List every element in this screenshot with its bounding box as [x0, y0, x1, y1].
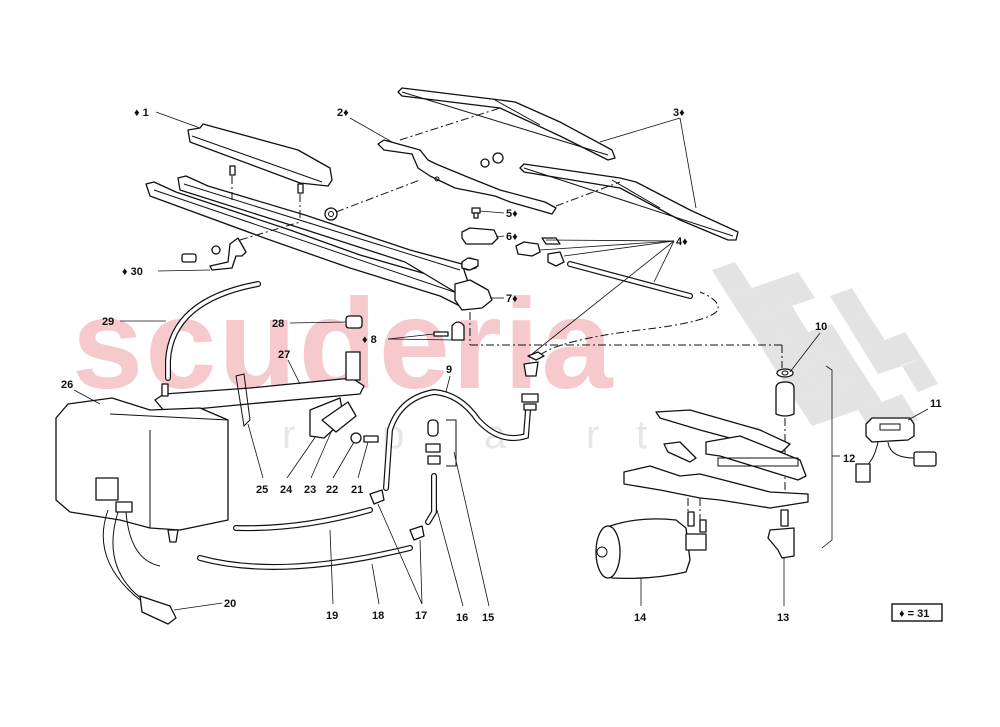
part-16-hose[interactable] — [425, 473, 437, 525]
part-22-washer[interactable] — [350, 432, 362, 444]
part-26-reservoir[interactable] — [55, 397, 229, 543]
part-23-plate[interactable] — [321, 401, 357, 433]
callout-5: 5♦ — [506, 208, 518, 220]
nut-under-6[interactable] — [461, 257, 479, 271]
callout-30: ♦ 30 — [122, 266, 143, 278]
part-4-clips[interactable] — [515, 237, 565, 267]
part-2-bracket[interactable] — [377, 139, 557, 215]
part-29-hose[interactable] — [165, 281, 261, 381]
callout-29: 29 — [102, 316, 114, 328]
part-19-hose[interactable] — [233, 507, 373, 532]
callout-11: 11 — [930, 398, 942, 410]
callout-labels: ♦ 1 2♦ 3♦ 4♦ 5♦ 6♦ 7♦ ♦ 8 9 10 11 12 13 … — [61, 107, 942, 624]
bracket-nut[interactable] — [480, 152, 504, 168]
part-6-block[interactable] — [461, 227, 499, 245]
part-18-hose[interactable] — [197, 545, 413, 570]
part-28-cap[interactable] — [345, 315, 363, 329]
part-12-bracket[interactable] — [623, 409, 809, 509]
callout-4: 4♦ — [676, 236, 688, 248]
spindle-bush[interactable] — [775, 381, 795, 417]
part-10-nut[interactable] — [776, 368, 794, 378]
callout-9: 9 — [446, 364, 452, 376]
part-15-nozzle[interactable] — [425, 419, 457, 467]
part-3-wiper-blade-upper[interactable] — [397, 87, 616, 161]
part-13-spindle[interactable] — [767, 509, 795, 559]
part-11-relay[interactable] — [855, 417, 937, 483]
callout-27: 27 — [278, 349, 290, 361]
callout-17: 17 — [415, 610, 427, 622]
callout-18: 18 — [372, 610, 384, 622]
callout-7: 7♦ — [506, 293, 518, 305]
callout-20: 20 — [224, 598, 236, 610]
callout-24: 24 — [280, 484, 293, 496]
callout-1: ♦ 1 — [134, 107, 149, 119]
part-14-motor[interactable] — [595, 511, 707, 580]
arm-screw-2[interactable] — [297, 183, 304, 220]
part-4-hose[interactable] — [567, 261, 693, 299]
callout-6: 6♦ — [506, 231, 518, 243]
checkered-flag-icon — [712, 262, 938, 436]
part-30-bracket-bolt[interactable] — [181, 237, 247, 271]
part-20-connector[interactable] — [102, 509, 177, 625]
callout-23: 23 — [304, 484, 316, 496]
part-3-wiper-blade-lower[interactable] — [519, 163, 739, 241]
callout-19: 19 — [326, 610, 338, 622]
kit-legend: ♦ = 31 — [891, 603, 943, 622]
callout-10: 10 — [815, 321, 827, 333]
arm-grommet[interactable] — [324, 207, 338, 221]
arm-screw-1[interactable] — [229, 165, 236, 202]
callout-16: 16 — [456, 612, 468, 624]
callout-2: 2♦ — [337, 107, 349, 119]
part-8-cap-screw[interactable] — [433, 321, 465, 341]
callout-28: 28 — [272, 318, 284, 330]
part-9-hose[interactable] — [383, 388, 531, 491]
callout-12: 12 — [843, 453, 855, 465]
callout-21: 21 — [351, 484, 363, 496]
part-21-bolt[interactable] — [363, 435, 379, 443]
part-17-connector-a[interactable] — [369, 489, 385, 505]
part-5-screw[interactable] — [471, 207, 481, 219]
callout-8: ♦ 8 — [362, 334, 377, 346]
callout-3: 3♦ — [673, 107, 685, 119]
callout-25: 25 — [256, 484, 268, 496]
legend-box — [891, 603, 943, 622]
callout-14: 14 — [634, 612, 647, 624]
callout-13: 13 — [777, 612, 789, 624]
callout-26: 26 — [61, 379, 73, 391]
part-17-connector-b[interactable] — [409, 525, 425, 541]
part-1-spoiler[interactable] — [187, 123, 333, 187]
washer-jet-nozzle[interactable] — [521, 351, 545, 411]
callout-15: 15 — [482, 612, 494, 624]
legend-text: ♦ = 31 — [899, 608, 929, 620]
bracket-12-brace — [821, 365, 840, 549]
callout-22: 22 — [326, 484, 338, 496]
part-25-clip[interactable] — [235, 373, 251, 428]
leader-lines — [73, 111, 929, 611]
